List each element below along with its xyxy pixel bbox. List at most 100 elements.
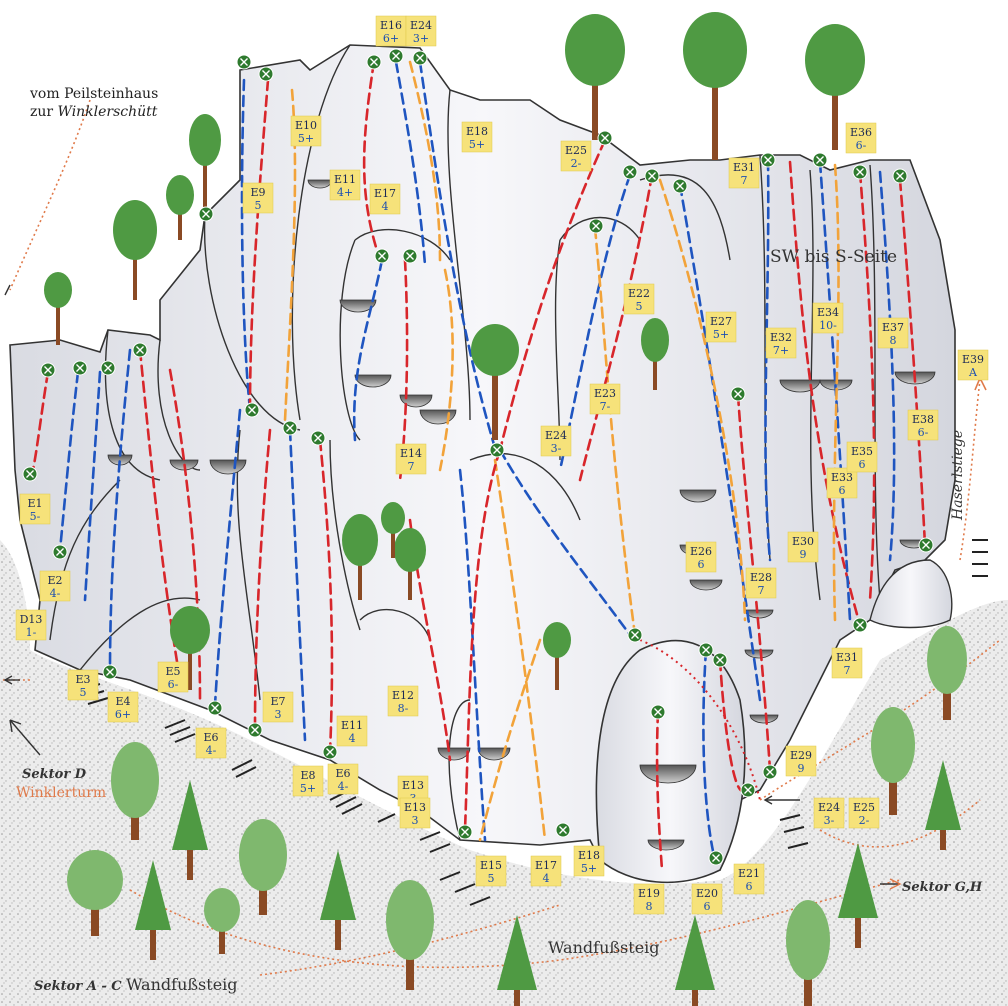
route-id: E27 <box>710 315 732 328</box>
anchor-icon <box>41 363 55 377</box>
route-id: E5 <box>165 665 180 678</box>
route-grade: 6 <box>704 900 711 913</box>
route-badge-e10: E105+ <box>291 116 321 146</box>
label-wandfuss-left: Wandfußsteig <box>126 975 238 994</box>
route-id: E29 <box>790 749 812 762</box>
route-id: E23 <box>594 387 616 400</box>
route-id: E15 <box>480 859 502 872</box>
route-grade: 6+ <box>115 708 131 721</box>
label-sektor-d: Sektor D <box>22 767 87 782</box>
anchor-icon <box>813 153 827 167</box>
anchor-icon <box>259 67 273 81</box>
anchor-icon <box>919 538 933 552</box>
route-id: E32 <box>770 331 792 344</box>
route-grade: 5+ <box>469 138 485 151</box>
route-grade: 9 <box>800 548 807 561</box>
route-grade: 5 <box>636 300 643 313</box>
route-grade: 7 <box>741 174 748 187</box>
route-grade: 2- <box>859 814 870 827</box>
anchor-icon <box>598 131 612 145</box>
route-id: E6 <box>335 767 350 780</box>
route-id: E8 <box>300 769 315 782</box>
route-id: E38 <box>912 413 934 426</box>
route-grade: 1- <box>26 626 37 639</box>
route-badge-e5: E56- <box>158 662 188 692</box>
route-badge-e6: E64- <box>196 728 226 758</box>
anchor-icon <box>403 249 417 263</box>
route-id: E2 <box>47 574 62 587</box>
route-grade: A <box>968 366 978 379</box>
anchor-icon <box>73 361 87 375</box>
anchor-icon <box>103 665 117 679</box>
route-id: E17 <box>374 187 396 200</box>
label-winklerschuett: zur Winklerschütt <box>30 104 158 120</box>
route-grade: 4- <box>338 780 349 793</box>
route-badge-e14: E147 <box>396 444 426 474</box>
route-grade: 6- <box>856 139 867 152</box>
route-grade: 4- <box>206 744 217 757</box>
route-id: E18 <box>578 849 600 862</box>
route-grade: 2- <box>571 157 582 170</box>
anchor-icon <box>245 403 259 417</box>
route-id: E37 <box>882 321 904 334</box>
route-id: E24 <box>545 429 567 442</box>
route-badge-e4: E46+ <box>108 692 138 722</box>
label-winklerturm: Winklerturm <box>16 785 106 801</box>
route-id: E6 <box>203 731 218 744</box>
route-badge-e3: E35 <box>68 670 98 700</box>
route-grade: 5+ <box>298 132 314 145</box>
label-haserlstiege: Haserlstiege <box>950 430 966 521</box>
route-id: E14 <box>400 447 422 460</box>
route-id: E26 <box>690 545 712 558</box>
route-grade: 8 <box>646 900 653 913</box>
route-badge-e23: E237- <box>590 384 620 414</box>
route-grade: 4 <box>382 200 389 213</box>
route-grade: 4 <box>349 732 356 745</box>
anchor-icon <box>53 545 67 559</box>
anchor-icon <box>413 51 427 65</box>
label-face: SW bis S-Seite <box>770 247 897 267</box>
route-id: E35 <box>851 445 873 458</box>
route-grade: 7+ <box>773 344 789 357</box>
route-grade: 6 <box>839 484 846 497</box>
anchor-icon <box>731 387 745 401</box>
route-grade: 5+ <box>581 862 597 875</box>
label-sektor-gh: Sektor G,H <box>902 880 983 895</box>
anchor-icon <box>741 783 755 797</box>
route-id: E19 <box>638 887 660 900</box>
route-grade: 9 <box>798 762 805 775</box>
route-id: E24 <box>410 19 432 32</box>
route-badge-e1: E15- <box>20 494 50 524</box>
anchor-icon <box>283 421 297 435</box>
route-grade: 6 <box>746 880 753 893</box>
route-badge-e19: E198 <box>634 884 664 914</box>
anchor-icon <box>651 705 665 719</box>
route-id: E13 <box>404 801 426 814</box>
anchor-icon <box>761 153 775 167</box>
route-grade: 7- <box>600 400 611 413</box>
route-badge-e35: E356 <box>847 442 877 472</box>
route-grade: 6 <box>698 558 705 571</box>
anchor-icon <box>556 823 570 837</box>
anchor-icon <box>673 179 687 193</box>
anchor-icon <box>589 219 603 233</box>
route-grade: 5 <box>255 199 262 212</box>
anchor-icon <box>375 249 389 263</box>
route-grade: 6- <box>168 678 179 691</box>
route-badge-e24: E243- <box>541 426 571 456</box>
route-badge-e26: E266 <box>686 542 716 572</box>
route-id: E11 <box>334 173 356 186</box>
route-grade: 3 <box>412 814 419 827</box>
route-id: E3 <box>75 673 90 686</box>
route-id: E39 <box>962 353 984 366</box>
route-grade: 6 <box>859 458 866 471</box>
route-grade: 4+ <box>337 186 353 199</box>
